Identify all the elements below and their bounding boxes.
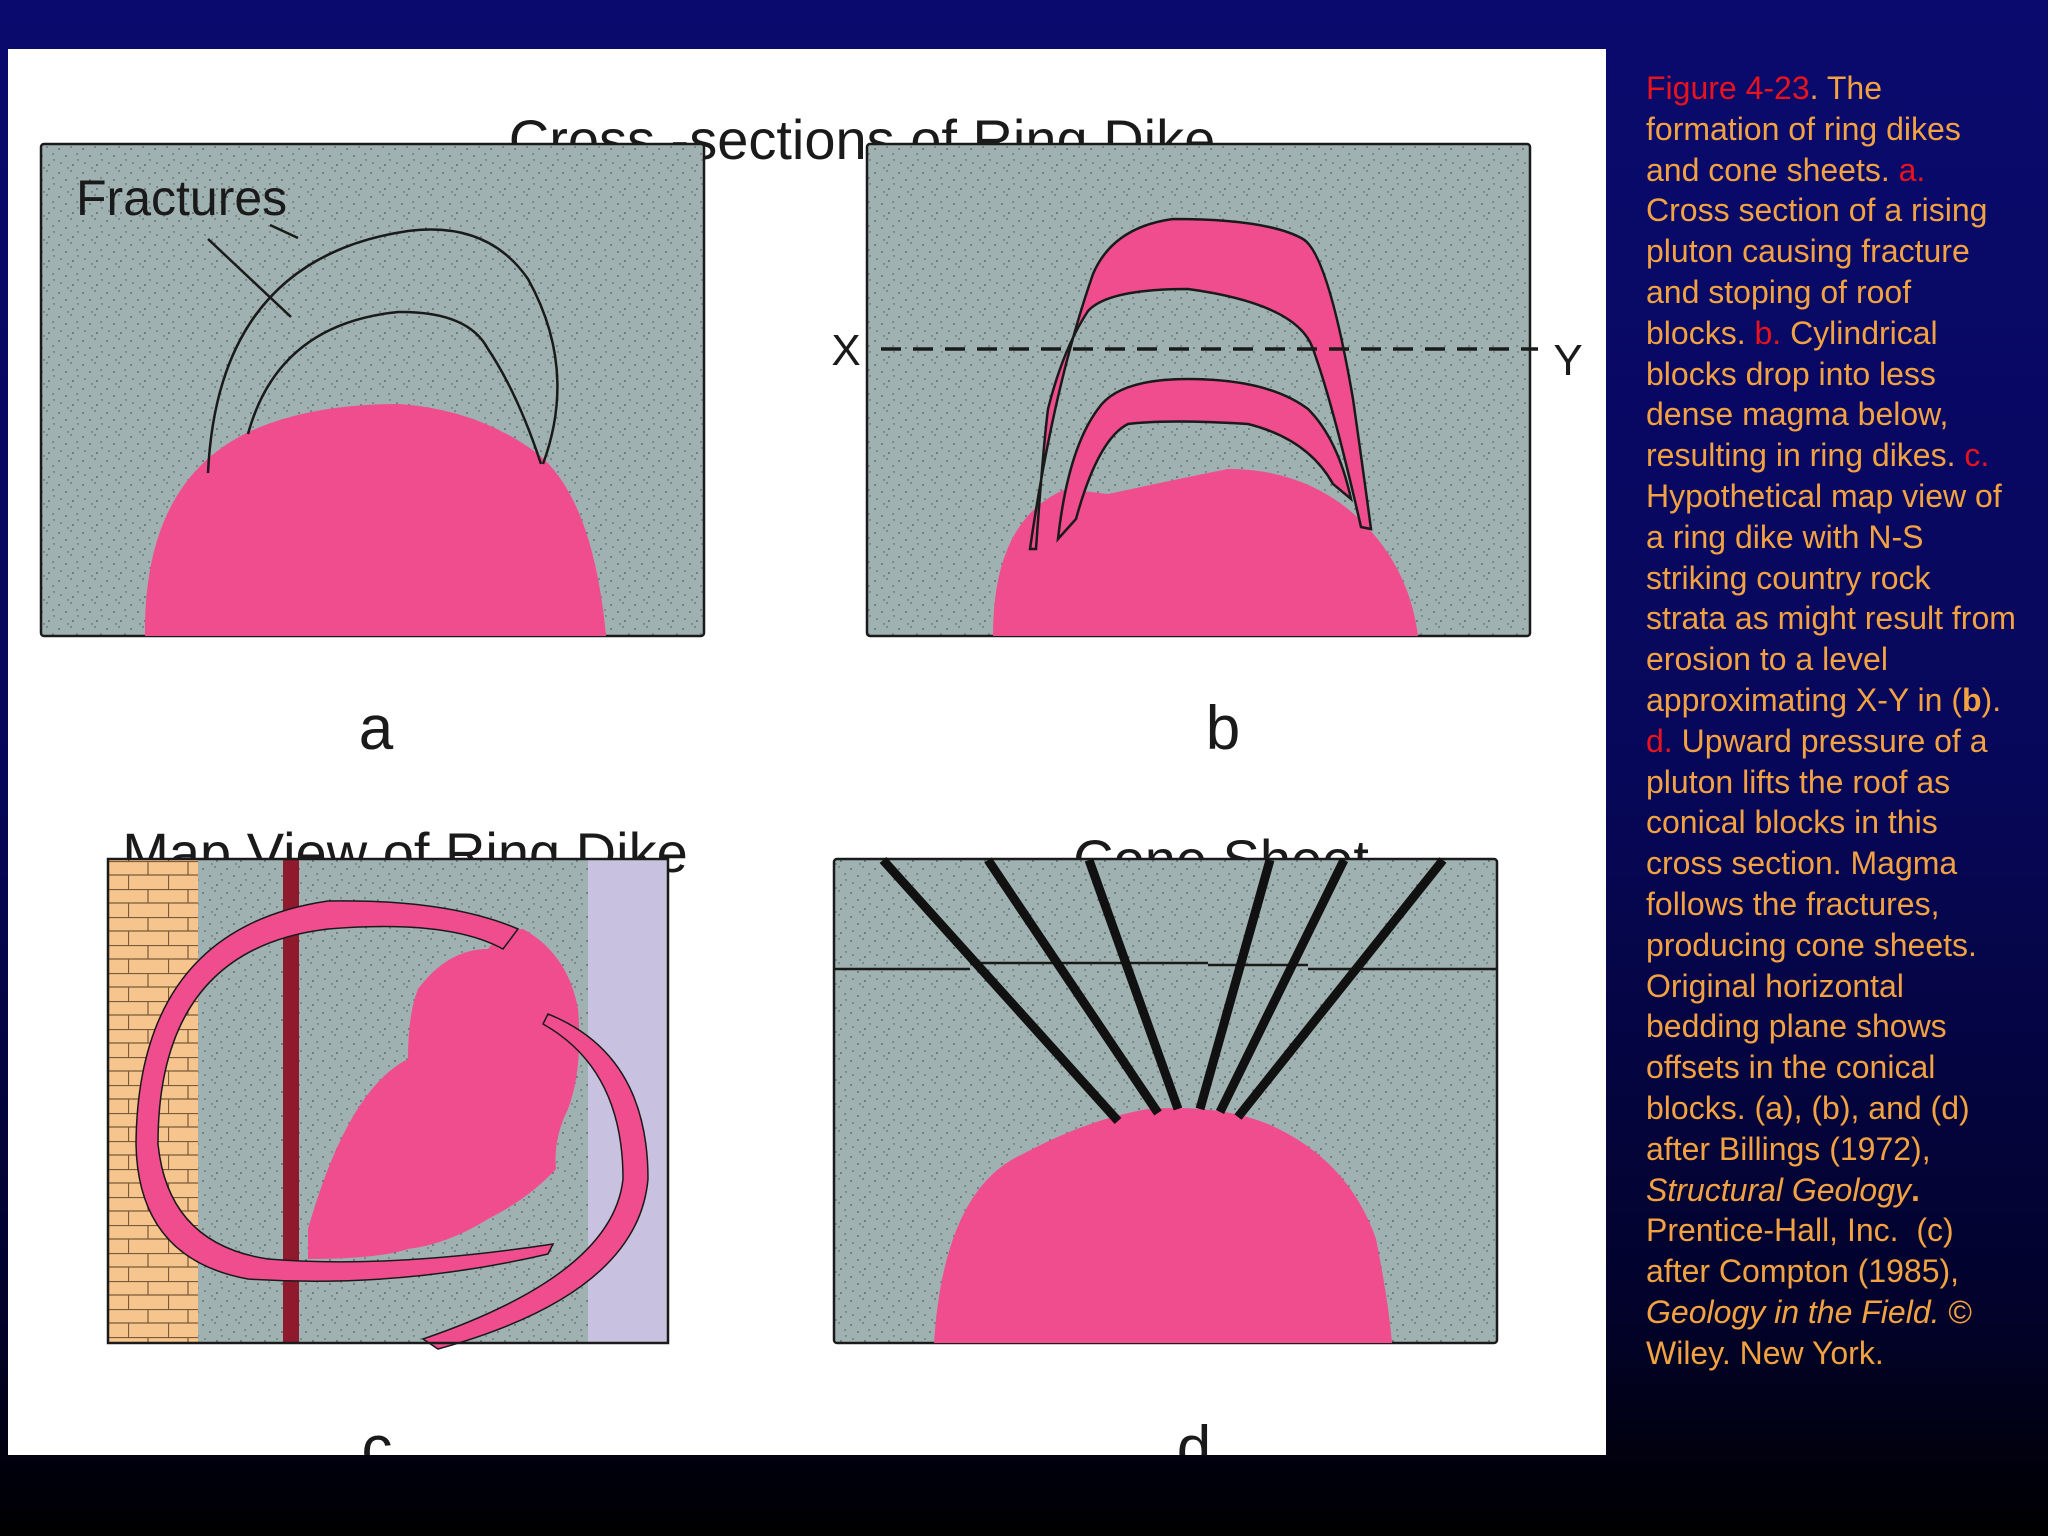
figure-panel: Cross -sections of Ring Dike Fractures a… <box>8 49 1606 1455</box>
outer-ring-dike <box>1028 217 1373 551</box>
caption-figure-ref: Figure 4-23 <box>1646 70 1810 106</box>
outer-fracture <box>206 228 559 474</box>
cone-sheet <box>1215 858 1349 1114</box>
panel-b-cross-section <box>865 142 1538 638</box>
x-label: X <box>831 326 860 375</box>
cone-sheet <box>1195 858 1275 1111</box>
panel-d-label: d <box>1177 1414 1211 1455</box>
y-label: Y <box>1553 336 1582 385</box>
caption-c-text-2: ). <box>1981 681 2037 718</box>
fractures-leader-line <box>207 238 292 318</box>
caption-b-marker: b. <box>1754 314 1782 351</box>
vertical-dike <box>283 859 299 1343</box>
caption-d-text: Upward pressure of a pluton lifts the ro… <box>1646 722 1988 1167</box>
caption-intro: . The formation of ring dikes and cone s… <box>1646 70 1961 188</box>
caption-c-text-1: Hypothetical map view of a ring dike wit… <box>1646 477 2016 718</box>
caption-c-marker: c. <box>1964 437 1990 474</box>
caption-a-marker: a. <box>1898 151 1926 188</box>
cone-sheet <box>1234 857 1447 1120</box>
caption-publisher-2: © Wiley. New York. <box>1646 1293 1972 1371</box>
cone-sheets <box>879 856 1447 1125</box>
pluton <box>934 1108 1392 1343</box>
caption-book-2: Geology in the Field. <box>1646 1293 1940 1330</box>
fractures-leader-line <box>269 223 299 240</box>
pluton <box>993 469 1418 636</box>
central-pluton <box>308 929 580 1259</box>
cone-sheet <box>879 856 1122 1125</box>
cone-sheet <box>984 857 1162 1116</box>
caption-period: . <box>1911 1171 1920 1208</box>
caption-a-text: Cross section of a rising pluton causing… <box>1646 192 1988 351</box>
fractures-label: Fractures <box>76 170 287 226</box>
panel-d-cone-sheet <box>832 856 1499 1345</box>
caption-publisher-1: Prentice-Hall, Inc. (c) after Compton (1… <box>1646 1171 1968 1290</box>
caption-book-1: Structural Geology <box>1646 1171 1912 1208</box>
panel-b-label: b <box>1206 694 1240 763</box>
ring-dike-outer-arc <box>421 1013 649 1350</box>
cone-sheet <box>1084 858 1183 1111</box>
figure-caption: Figure 4-23. The formation of ring dikes… <box>1646 68 2016 1374</box>
pluton <box>144 404 606 636</box>
panel-c-map-view <box>106 857 670 1350</box>
caption-b-text: Cylindrical blocks drop into less dense … <box>1646 314 1965 474</box>
panel-c-label: c <box>362 1414 393 1455</box>
panel-a-label: a <box>359 694 394 763</box>
inner-fracture <box>246 310 543 465</box>
panel-a-cross-section: Fractures <box>39 142 706 638</box>
ring-dike-inner-arc <box>135 900 555 1282</box>
caption-d-marker: d. <box>1646 722 1673 759</box>
caption-c-ref-b: b <box>1962 681 1982 718</box>
inner-ring-dike <box>1056 377 1353 543</box>
ring-dike-diagram: Cross -sections of Ring Dike Fractures a… <box>39 108 1583 1455</box>
